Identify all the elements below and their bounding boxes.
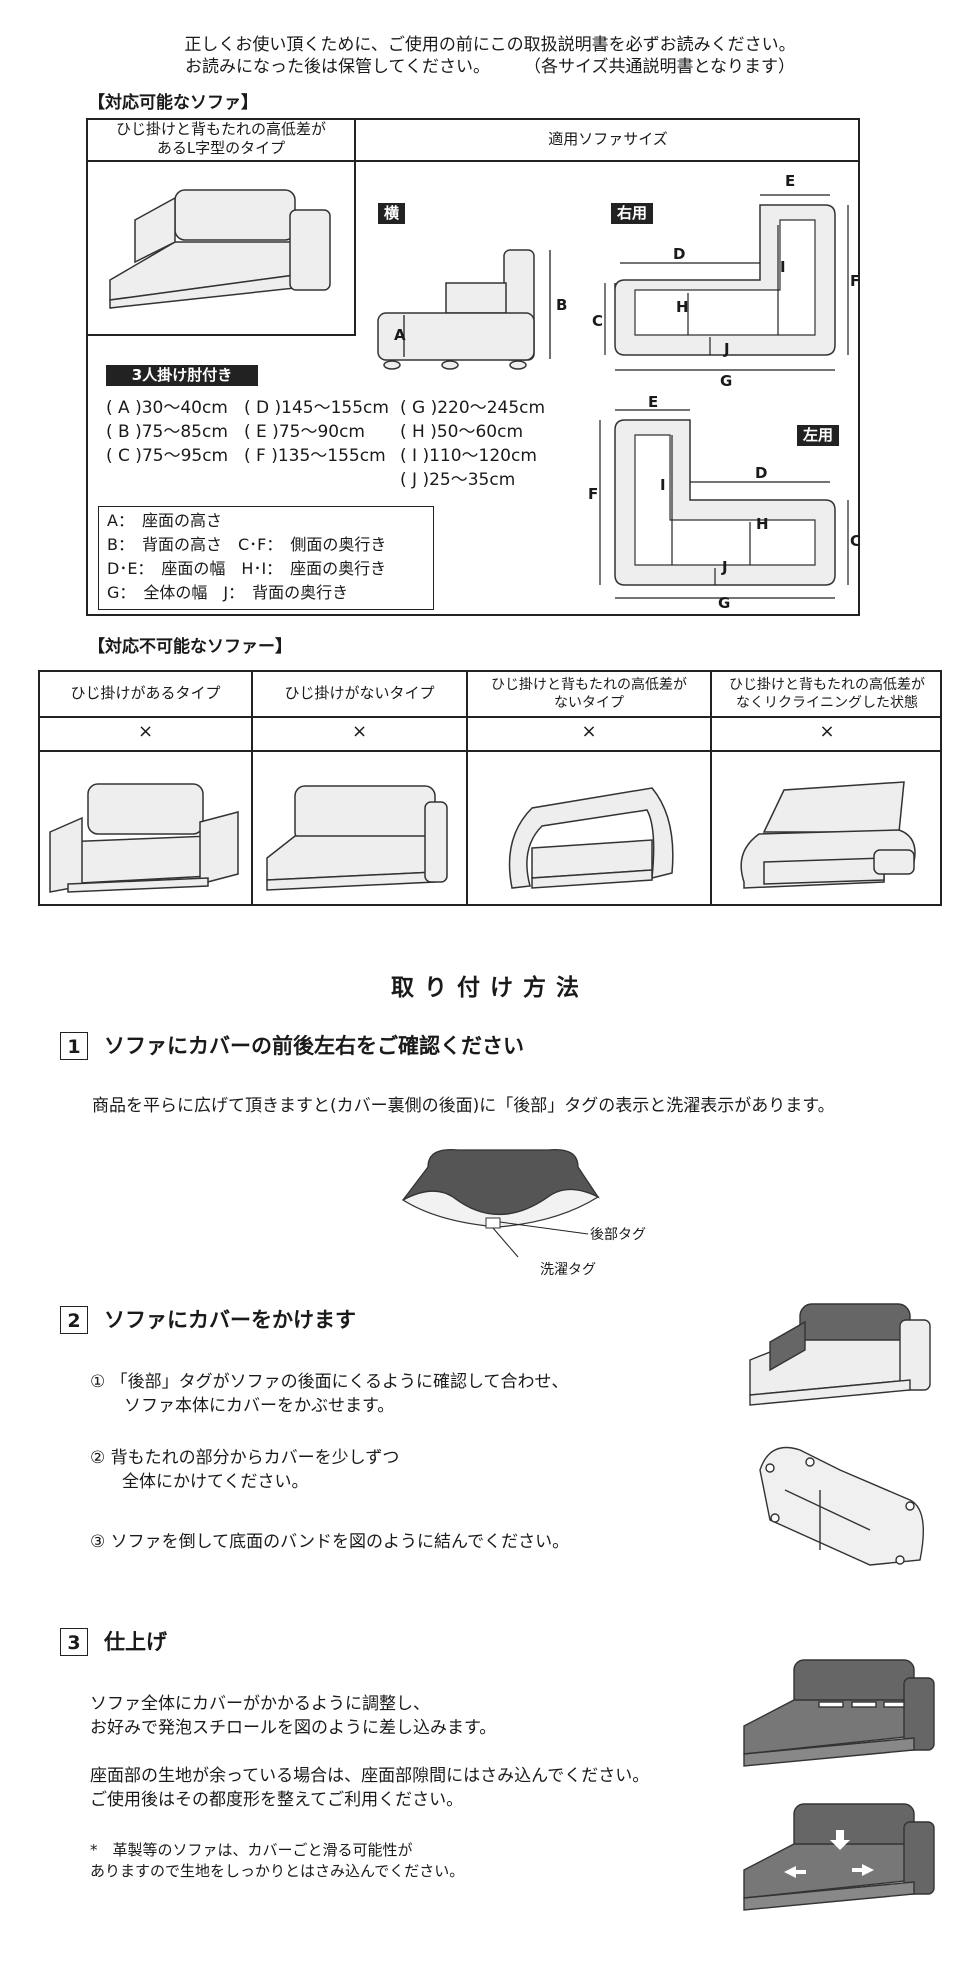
installation-heading: 取り付け方法 [391,975,589,1001]
step-1-number: 1 [60,1032,88,1060]
sizes-column-1: ( A )30〜40cm ( B )75〜85cm ( C )75〜95cm [106,398,229,466]
step-2-item-2-cont: 全体にかけてください。 [122,1472,309,1492]
incompatible-header-2: ひじ掛けがないタイプ [284,684,435,702]
dim-c-label-left: C [850,532,862,550]
step-2-item-1: ① 「後部」タグがソファの後面にくるように確認して合わせ、 [90,1372,569,1392]
step-2-number: 2 [60,1306,88,1334]
step-3-para-1: ソファ全体にカバーがかかるように調整し、 お好みで発泡スチロールを図のように差し… [90,1694,497,1738]
sizes-column-3: ( G )220〜245cm ( H )50〜60cm ( I )110〜120… [400,398,546,490]
reclining-sofa-illustration [740,781,916,889]
dim-h-label: H [676,298,689,316]
dim-h-label-left: H [756,515,769,533]
dim-c-label: C [592,312,604,330]
tuck-fabric-illustration [743,1803,935,1911]
dim-j-label: J [724,340,730,358]
sizes-column-2: ( D )145〜155cm ( E )75〜90cm ( F )135〜155… [244,398,389,466]
dim-d-label: D [673,245,686,263]
step-3-number: 3 [60,1628,88,1656]
dim-j-label-left: J [722,558,728,576]
divider [38,716,942,718]
dim-f-label-left: F [588,485,599,503]
incompatible-header-4: ひじ掛けと背もたれの高低差が なくリクライニングした状態 [729,677,925,711]
step-2-item-3: ③ ソファを倒して底面のバンドを図のように結んでください。 [90,1532,570,1552]
compatible-section-label: 【対応可能なソファ】 [88,93,258,113]
left-hand-tag: 左用 [797,425,840,446]
side-view-diagram [377,249,551,370]
dim-a-label: A [394,326,406,344]
cover-tag-illustration [401,1148,600,1258]
incompatible-section-label: 【対応不可能なソファー】 [88,637,292,657]
dim-g-label: G [720,372,733,390]
dim-i-label: I [780,258,786,276]
step-1-text: 商品を平らに広げて頂きますと(カバー裏側の後面)に「後部」タグの表示と洗濯表示が… [92,1096,835,1116]
compatible-table [86,118,860,616]
divider [38,750,942,752]
left-hand-plan [599,409,849,599]
type-header: ひじ掛けと背もたれの高低差が あるL字型のタイプ [115,120,326,157]
step-3-note: * 革製等のソファは、カバーごと滑る可能性が ありますので生地をしっかりとはさみ… [90,1841,465,1880]
dim-g-label-left: G [718,594,731,612]
divider [354,118,356,334]
incompatible-table [38,670,942,906]
divider [251,670,253,906]
cover-bands-illustration [759,1446,925,1566]
divider [466,670,468,906]
step-2-title: ソファにカバーをかけます [104,1308,356,1332]
dim-e-label-left: E [648,393,659,411]
divider [710,670,712,906]
step-3-title: 仕上げ [104,1630,167,1654]
step-2-item-1-cont: ソファ本体にカバーをかぶせます。 [124,1396,395,1416]
dim-e-label: E [785,172,796,190]
divider [86,160,860,162]
back-tag-label: 後部タグ [590,1227,646,1243]
l-sofa-illustration [109,189,331,309]
sofa-with-armrests-illustration [49,783,239,893]
wash-tag-label: 洗濯タグ [540,1262,596,1278]
mark-cross-3: × [581,721,597,742]
mark-cross-4: × [819,721,835,742]
mark-cross-1: × [137,721,154,742]
dimension-legend: A： 座面の高さ B： 背面の高さ C･F： 側面の奥行き D･E： 座面の幅 … [98,506,434,610]
incompatible-header-1: ひじ掛けがあるタイプ [70,684,221,702]
mark-cross-2: × [351,721,368,742]
right-hand-plan [604,194,849,371]
sofa-equal-height-illustration [508,787,674,889]
sofa-without-armrests-illustration [266,785,448,891]
dim-f-label: F [850,272,861,290]
size-header: 適用ソファサイズ [548,130,668,148]
step-1-title: ソファにカバーの前後左右をご確認ください [104,1034,524,1058]
step-2-item-2: ② 背もたれの部分からカバーを少しずつ [90,1448,400,1468]
intro-line-1: 正しくお使い頂くために、ご使用の前にこの取扱説明書を必ずお読みください。 [184,35,796,55]
right-hand-tag: 右用 [611,203,654,224]
side-view-tag: 横 [378,203,406,224]
incompatible-header-3: ひじ掛けと背もたれの高低差が ないタイプ [491,677,687,711]
dim-d-label-left: D [755,464,768,482]
cover-on-sofa-illustration [749,1303,931,1406]
intro-line-2: お読みになった後は保管してください。 （各サイズ共通説明書となります） [185,57,795,77]
step-3-para-2: 座面部の生地が余っている場合は、座面部隙間にはさみ込んでください。 ご使用後はそ… [90,1766,650,1810]
foam-insert-illustration [743,1659,935,1767]
seat-type-tag: 3人掛け肘付き [106,365,258,386]
dim-b-label: B [556,296,568,314]
dim-i-label-left: I [660,476,666,494]
divider [86,334,356,336]
